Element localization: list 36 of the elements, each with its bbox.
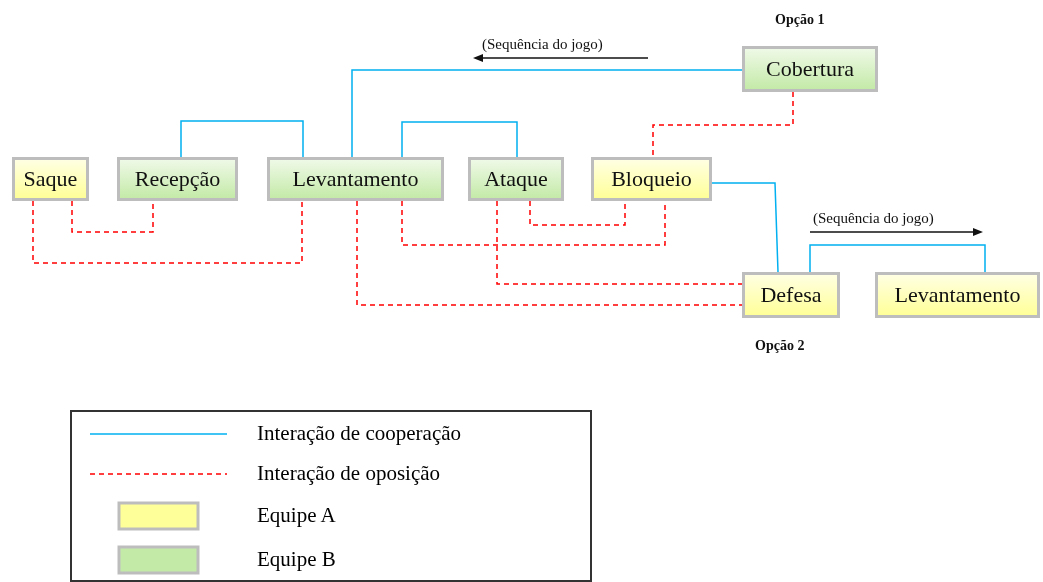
direction-label: (Sequência do jogo) [482,36,603,53]
node-label: Levantamento [894,282,1021,308]
dashed-connector [496,200,743,285]
option-label: Opção 1 [775,12,825,28]
process-box [468,157,564,201]
process-box [117,157,238,201]
connector [809,244,986,273]
node-label: Defesa [760,282,822,308]
connector [711,182,779,273]
node-label: Levantamento [292,166,419,192]
dashed-connector [32,200,303,264]
process-box [591,157,712,201]
process-box [267,157,444,201]
process-box [742,272,840,318]
node-label: Bloqueio [611,166,692,192]
dashed-connector [71,200,154,233]
option-label: Opção 2 [755,338,805,354]
legend-label: Interação de cooperação [257,421,462,446]
connector [351,69,743,158]
legend-label: Equipe B [257,547,336,572]
node-label: Recepção [134,166,221,192]
node-label: Saque [23,166,78,192]
process-box [12,157,89,201]
node-label: Cobertura [766,56,854,82]
direction-label: (Sequência do jogo) [813,210,934,227]
legend-label: Interação de oposição [257,461,441,486]
dashed-connector [529,200,626,226]
process-box [875,272,1040,318]
legend-label: Equipe A [257,503,336,528]
dashed-connector [652,91,794,158]
process-box [742,46,878,92]
node-label: Ataque [484,166,548,192]
dashed-connector [401,200,666,246]
connector [180,120,304,158]
dashed-connector [356,200,743,306]
connector [401,121,518,158]
